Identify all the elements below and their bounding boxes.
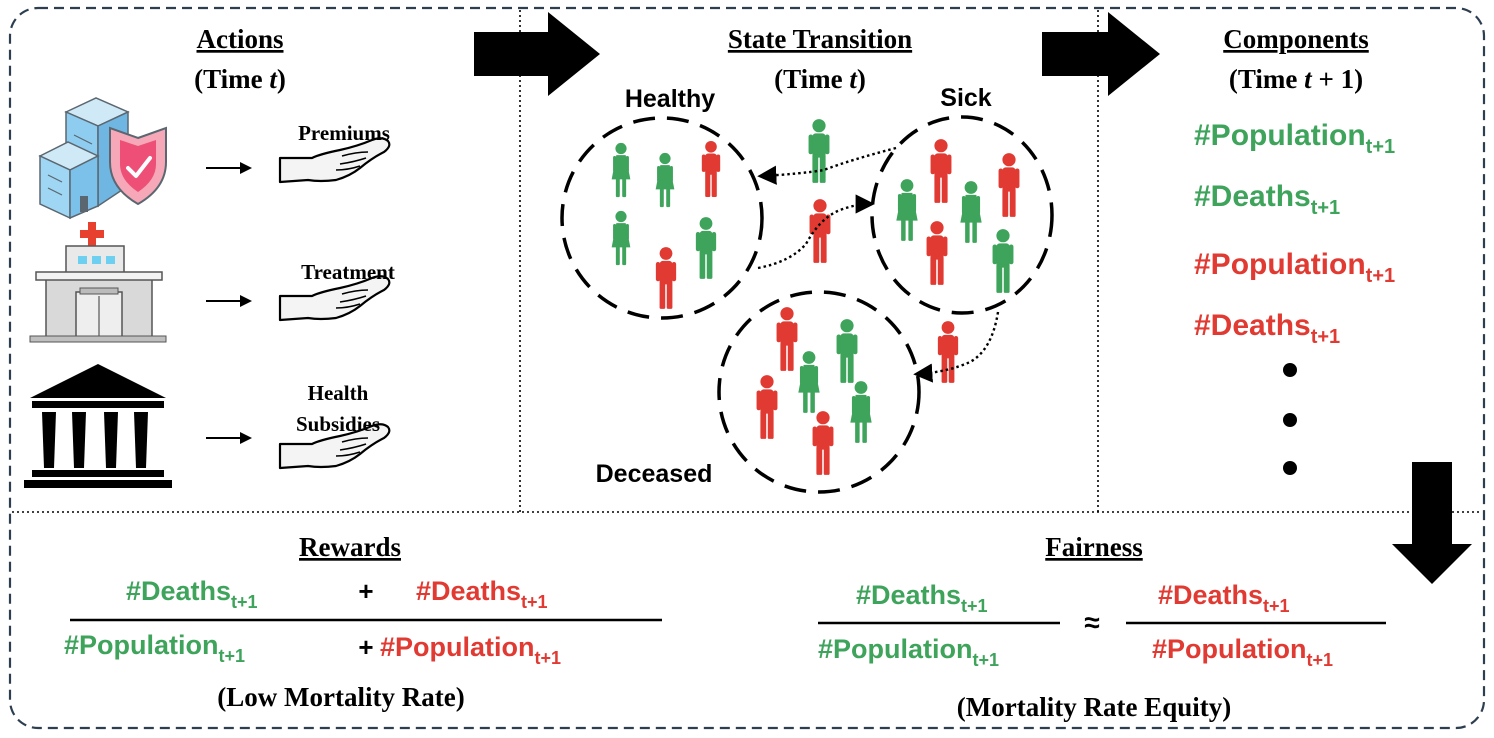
healthy-person-icon [655, 152, 675, 208]
state-label-deceased: Deceased [596, 460, 713, 488]
sick-person-icon [701, 140, 721, 198]
fairness-title: Fairness [1045, 532, 1143, 562]
rewards-plus-top: + [358, 576, 373, 606]
fairness-num-left: #Deathst+1 [856, 580, 988, 616]
sick-person-icon [756, 375, 778, 439]
state-label-sick: Sick [940, 84, 992, 112]
components-title: Components [1223, 24, 1369, 54]
ellipsis-dot [1283, 461, 1297, 475]
component-population-red: #Populationt+1 [1194, 248, 1395, 287]
action-arrow-2 [206, 295, 252, 307]
healthy-person-icon [960, 181, 982, 243]
fairness-den-left: #Populationt+1 [818, 634, 999, 670]
rewards-num-left: #Deathst+1 [126, 576, 258, 612]
sick-person-icon [809, 199, 831, 263]
hospital-icon [29, 222, 167, 343]
healthy-person-icon [896, 179, 918, 241]
sick-person-icon [655, 247, 677, 309]
components-time: (Time t + 1) [1229, 64, 1363, 94]
sick-person-icon [812, 411, 834, 475]
healthy-person-icon [850, 381, 872, 443]
sick-person-icon [937, 321, 959, 383]
healthy-person-icon [992, 229, 1014, 293]
rewards-den-right: #Populationt+1 [380, 632, 561, 668]
component-deaths-red: #Deathst+1 [1194, 309, 1340, 348]
state-label-healthy: Healthy [625, 85, 715, 113]
action-label-premiums: Premiums [298, 121, 390, 145]
fairness-approx: ≈ [1084, 607, 1099, 638]
action-arrow-1 [206, 162, 252, 174]
rewards-title: Rewards [299, 532, 401, 562]
deceased-state-circle [717, 290, 921, 494]
rewards-plus-bottom: + [358, 632, 373, 662]
flow-arrow-2 [1042, 12, 1160, 96]
component-deaths-green: #Deathst+1 [1194, 180, 1340, 219]
action-label-subsidies: Subsidies [296, 412, 380, 436]
sick-person-icon [930, 139, 952, 203]
ellipsis-dot [1283, 413, 1297, 427]
transition-title: State Transition [728, 24, 912, 54]
sick-state-circle [870, 115, 1054, 315]
rewards-den-left: #Populationt+1 [64, 630, 245, 666]
fairness-caption: (Mortality Rate Equity) [957, 692, 1231, 722]
outer-frame [8, 6, 1486, 730]
action-label-health: Health [308, 381, 369, 405]
healthy-person-icon [695, 217, 717, 279]
action-label-treatment: Treatment [301, 260, 395, 284]
insurance-building-icon [38, 97, 167, 220]
healthy-person-icon [611, 210, 631, 266]
transition-time: (Time t) [774, 64, 866, 94]
infect-arrow [757, 194, 875, 270]
flow-arrow-1 [474, 12, 600, 96]
healthy-person-icon [611, 142, 631, 198]
actions-title: Actions [197, 24, 284, 54]
component-population-green: #Populationt+1 [1194, 119, 1395, 158]
sick-person-icon [776, 307, 798, 371]
fairness-den-right: #Populationt+1 [1152, 634, 1333, 670]
healthy-person-icon [798, 351, 820, 413]
healthy-state-circle [560, 116, 764, 320]
rewards-caption: (Low Mortality Rate) [217, 682, 464, 712]
sick-person-icon [926, 221, 948, 285]
healthy-person-icon [808, 119, 830, 183]
rewards-num-right: #Deathst+1 [416, 576, 548, 612]
government-building-icon [24, 364, 172, 488]
fairness-num-right: #Deathst+1 [1158, 580, 1290, 616]
flow-arrow-down [1392, 462, 1472, 584]
action-arrow-3 [206, 432, 252, 444]
ellipsis-dot [1283, 363, 1297, 377]
actions-time: (Time t) [194, 64, 286, 94]
sick-person-icon [998, 153, 1020, 217]
healthy-person-icon [836, 319, 858, 383]
